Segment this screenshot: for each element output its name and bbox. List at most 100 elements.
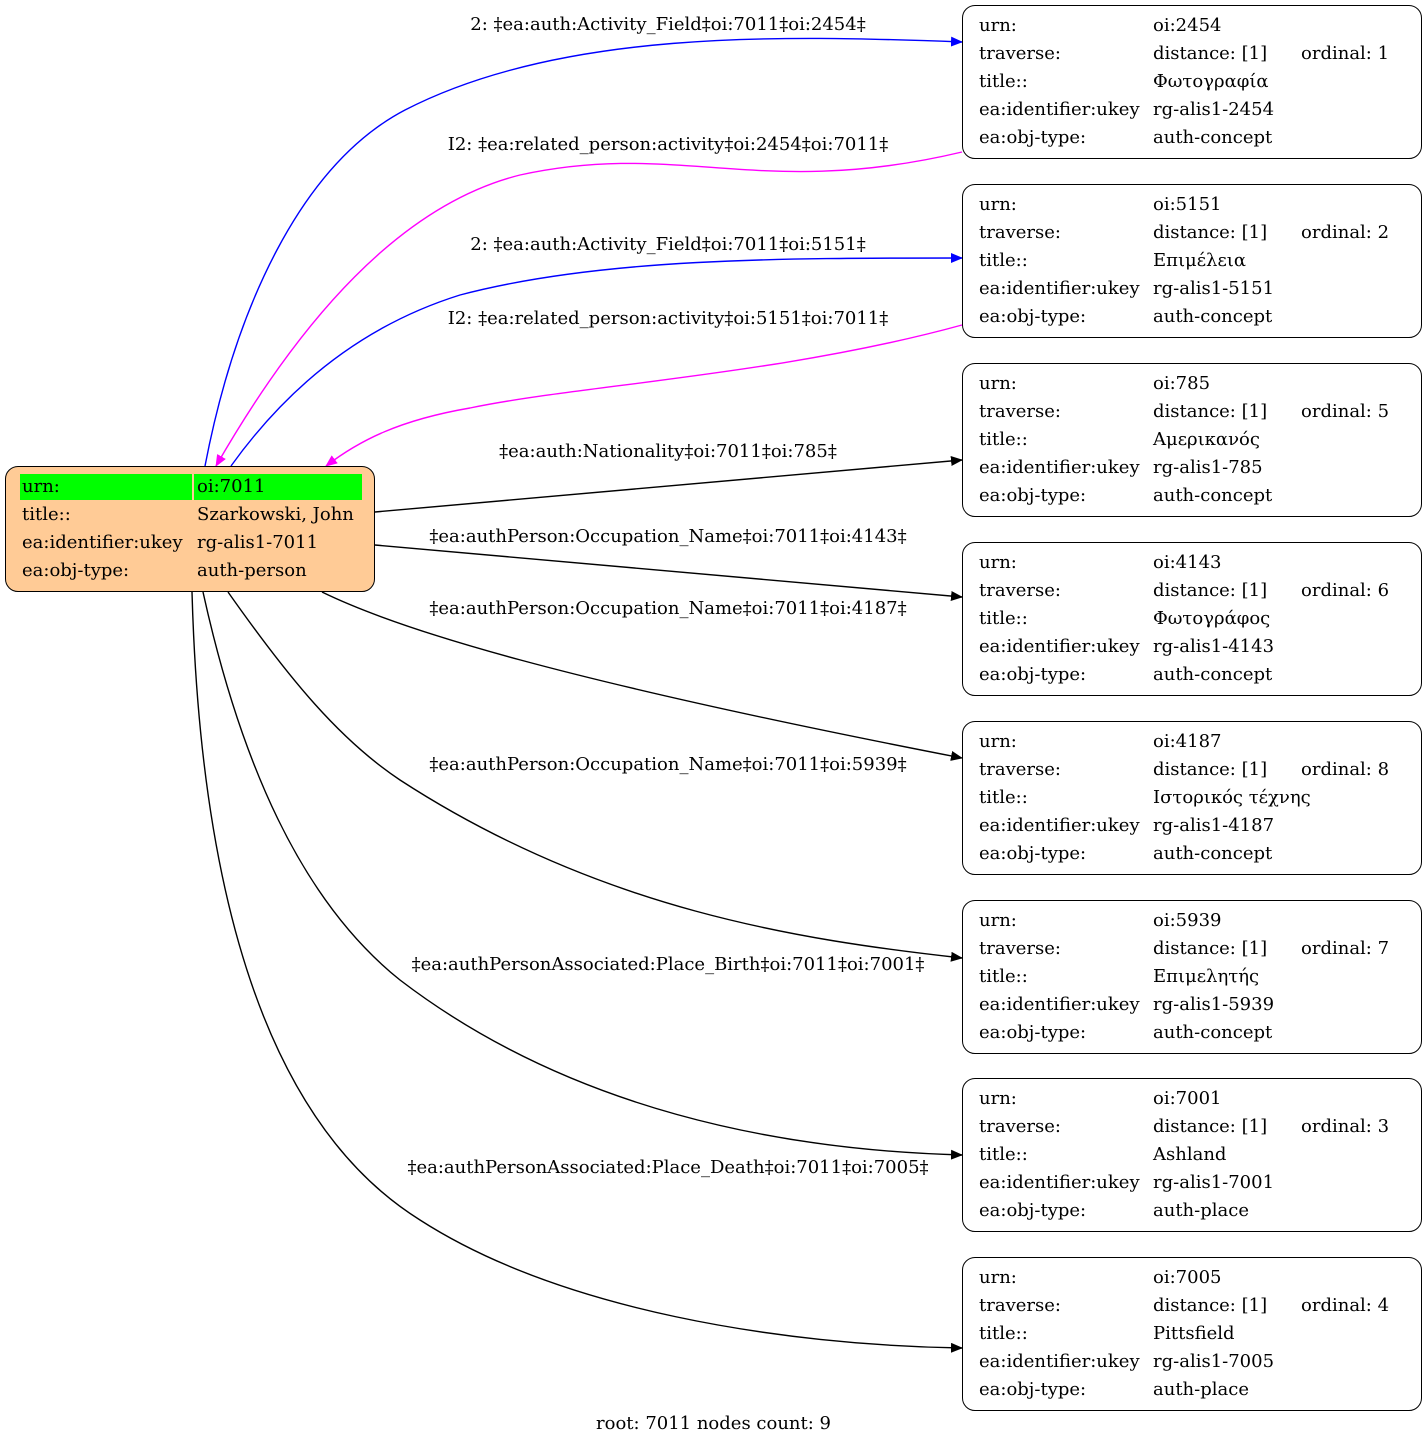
node-traverse-label: traverse:: [979, 1295, 1061, 1316]
edge-line: [191, 591, 963, 1353]
node-traverse-label: traverse:: [979, 222, 1061, 243]
node-distance-value: distance: [1]: [1153, 1295, 1268, 1316]
edge-line: [374, 455, 963, 513]
node-title-label: title::: [979, 250, 1028, 271]
node-traverse-label: traverse:: [979, 1116, 1061, 1137]
node-urn-value: oi:2454: [1153, 15, 1222, 36]
node-ukey-label: ea:identifier:ukey: [979, 278, 1140, 299]
node-objtype-value: auth-concept: [1153, 127, 1273, 148]
edge-label: ‡ea:auth:Nationality‡oi:7011‡oi:785‡: [499, 441, 837, 462]
node-urn-label: urn:: [979, 731, 1017, 752]
node-objtype-value: auth-concept: [1153, 843, 1273, 864]
node-ukey-label: ea:identifier:ukey: [979, 636, 1140, 657]
node-objtype-label: ea:obj-type:: [979, 127, 1087, 148]
node-title-value: Ashland: [1153, 1144, 1227, 1165]
node-traverse-label: traverse:: [979, 938, 1061, 959]
root-ukey-label: ea:identifier:ukey: [22, 532, 183, 553]
edge-line: [321, 591, 963, 761]
node-ukey-label: ea:identifier:ukey: [979, 815, 1140, 836]
edge-line: [374, 544, 963, 602]
node-distance-value: distance: [1]: [1153, 401, 1268, 422]
edge-label: 2: ‡ea:auth:Activity_Field‡oi:7011‡oi:51…: [470, 234, 866, 255]
node-title-label: title::: [979, 429, 1028, 450]
node-ordinal-value: ordinal: 7: [1301, 938, 1390, 959]
edge-label: 2: ‡ea:auth:Activity_Field‡oi:7011‡oi:24…: [470, 14, 866, 35]
node-title-value: Αμερικανός: [1153, 429, 1260, 450]
node-objtype-value: auth-concept: [1153, 306, 1273, 327]
node-traverse-label: traverse:: [979, 401, 1061, 422]
node-ordinal-value: ordinal: 3: [1301, 1116, 1390, 1137]
node-ukey-label: ea:identifier:ukey: [979, 994, 1140, 1015]
node-ukey-value: rg-alis1-785: [1153, 457, 1263, 478]
edge-line: [227, 591, 963, 962]
node-objtype-value: auth-place: [1153, 1379, 1249, 1400]
root-title-value: Szarkowski, John: [197, 504, 354, 525]
node-ukey-value: rg-alis1-2454: [1153, 99, 1275, 120]
node-urn-value: oi:4143: [1153, 552, 1222, 573]
root-node[interactable]: urn: oi:7011 title:: Szarkowski, John ea…: [5, 466, 375, 592]
node-ordinal-value: ordinal: 8: [1301, 759, 1390, 780]
node-distance-value: distance: [1]: [1153, 1116, 1268, 1137]
edge-line: [204, 36, 963, 467]
node-ukey-value: rg-alis1-4143: [1153, 636, 1275, 657]
node-title-label: title::: [979, 608, 1028, 629]
node-urn-label: urn:: [979, 373, 1017, 394]
node-ukey-value: rg-alis1-5939: [1153, 994, 1275, 1015]
edge-label: I2: ‡ea:related_person:activity‡oi:2454‡…: [447, 134, 889, 155]
node-ukey-value: rg-alis1-4187: [1153, 815, 1275, 836]
node-urn-value: oi:5151: [1153, 194, 1222, 215]
node-title-value: Ιστορικός τέχνης: [1153, 787, 1311, 808]
edge-line: [325, 324, 963, 467]
node-title-value: Pittsfield: [1153, 1323, 1235, 1344]
edge-label: ‡ea:authPerson:Occupation_Name‡oi:7011‡o…: [429, 526, 907, 547]
edge-label: ‡ea:authPerson:Occupation_Name‡oi:7011‡o…: [429, 598, 907, 619]
edge-label: ‡ea:authPersonAssociated:Place_Death‡oi:…: [407, 1157, 929, 1178]
edge-label: ‡ea:authPerson:Occupation_Name‡oi:7011‡o…: [429, 754, 907, 775]
node-title-value: Φωτογραφία: [1153, 71, 1269, 92]
node-ordinal-value: ordinal: 2: [1301, 222, 1390, 243]
node-urn-value: oi:5939: [1153, 910, 1222, 931]
node-distance-value: distance: [1]: [1153, 759, 1268, 780]
node-distance-value: distance: [1]: [1153, 580, 1268, 601]
concept-node[interactable]: urn: oi:4187 traverse: distance: [1] ordinal…: [962, 721, 1422, 875]
node-ukey-label: ea:identifier:ukey: [979, 99, 1140, 120]
node-ukey-value: rg-alis1-5151: [1153, 278, 1275, 299]
node-objtype-label: ea:obj-type:: [979, 843, 1087, 864]
node-title-value: Επιμέλεια: [1153, 250, 1246, 271]
root-title-label: title::: [22, 504, 71, 525]
node-urn-value: oi:4187: [1153, 731, 1222, 752]
node-urn-value: oi:7005: [1153, 1267, 1222, 1288]
edge-label: I2: ‡ea:related_person:activity‡oi:5151‡…: [447, 308, 889, 329]
node-title-value: Φωτογράφος: [1153, 608, 1271, 629]
graph-footer: root: 7011 nodes count: 9: [596, 1413, 831, 1434]
node-title-label: title::: [979, 1323, 1028, 1344]
root-urn-label: urn:: [20, 474, 192, 500]
root-objtype-label: ea:obj-type:: [22, 560, 130, 581]
node-urn-label: urn:: [979, 15, 1017, 36]
node-ordinal-value: ordinal: 1: [1301, 43, 1390, 64]
node-objtype-value: auth-place: [1153, 1200, 1249, 1221]
node-ukey-label: ea:identifier:ukey: [979, 457, 1140, 478]
node-distance-value: distance: [1]: [1153, 43, 1268, 64]
root-ukey-value: rg-alis1-7011: [197, 532, 319, 553]
edge-line: [230, 253, 963, 467]
node-traverse-label: traverse:: [979, 759, 1061, 780]
node-objtype-value: auth-concept: [1153, 485, 1273, 506]
node-objtype-label: ea:obj-type:: [979, 1200, 1087, 1221]
node-ukey-value: rg-alis1-7001: [1153, 1172, 1275, 1193]
node-objtype-label: ea:obj-type:: [979, 306, 1087, 327]
edge-line: [215, 151, 963, 467]
node-objtype-label: ea:obj-type:: [979, 1022, 1087, 1043]
node-title-label: title::: [979, 966, 1028, 987]
node-urn-value: oi:785: [1153, 373, 1211, 394]
node-distance-value: distance: [1]: [1153, 222, 1268, 243]
node-urn-label: urn:: [979, 1088, 1017, 1109]
node-objtype-value: auth-concept: [1153, 1022, 1273, 1043]
